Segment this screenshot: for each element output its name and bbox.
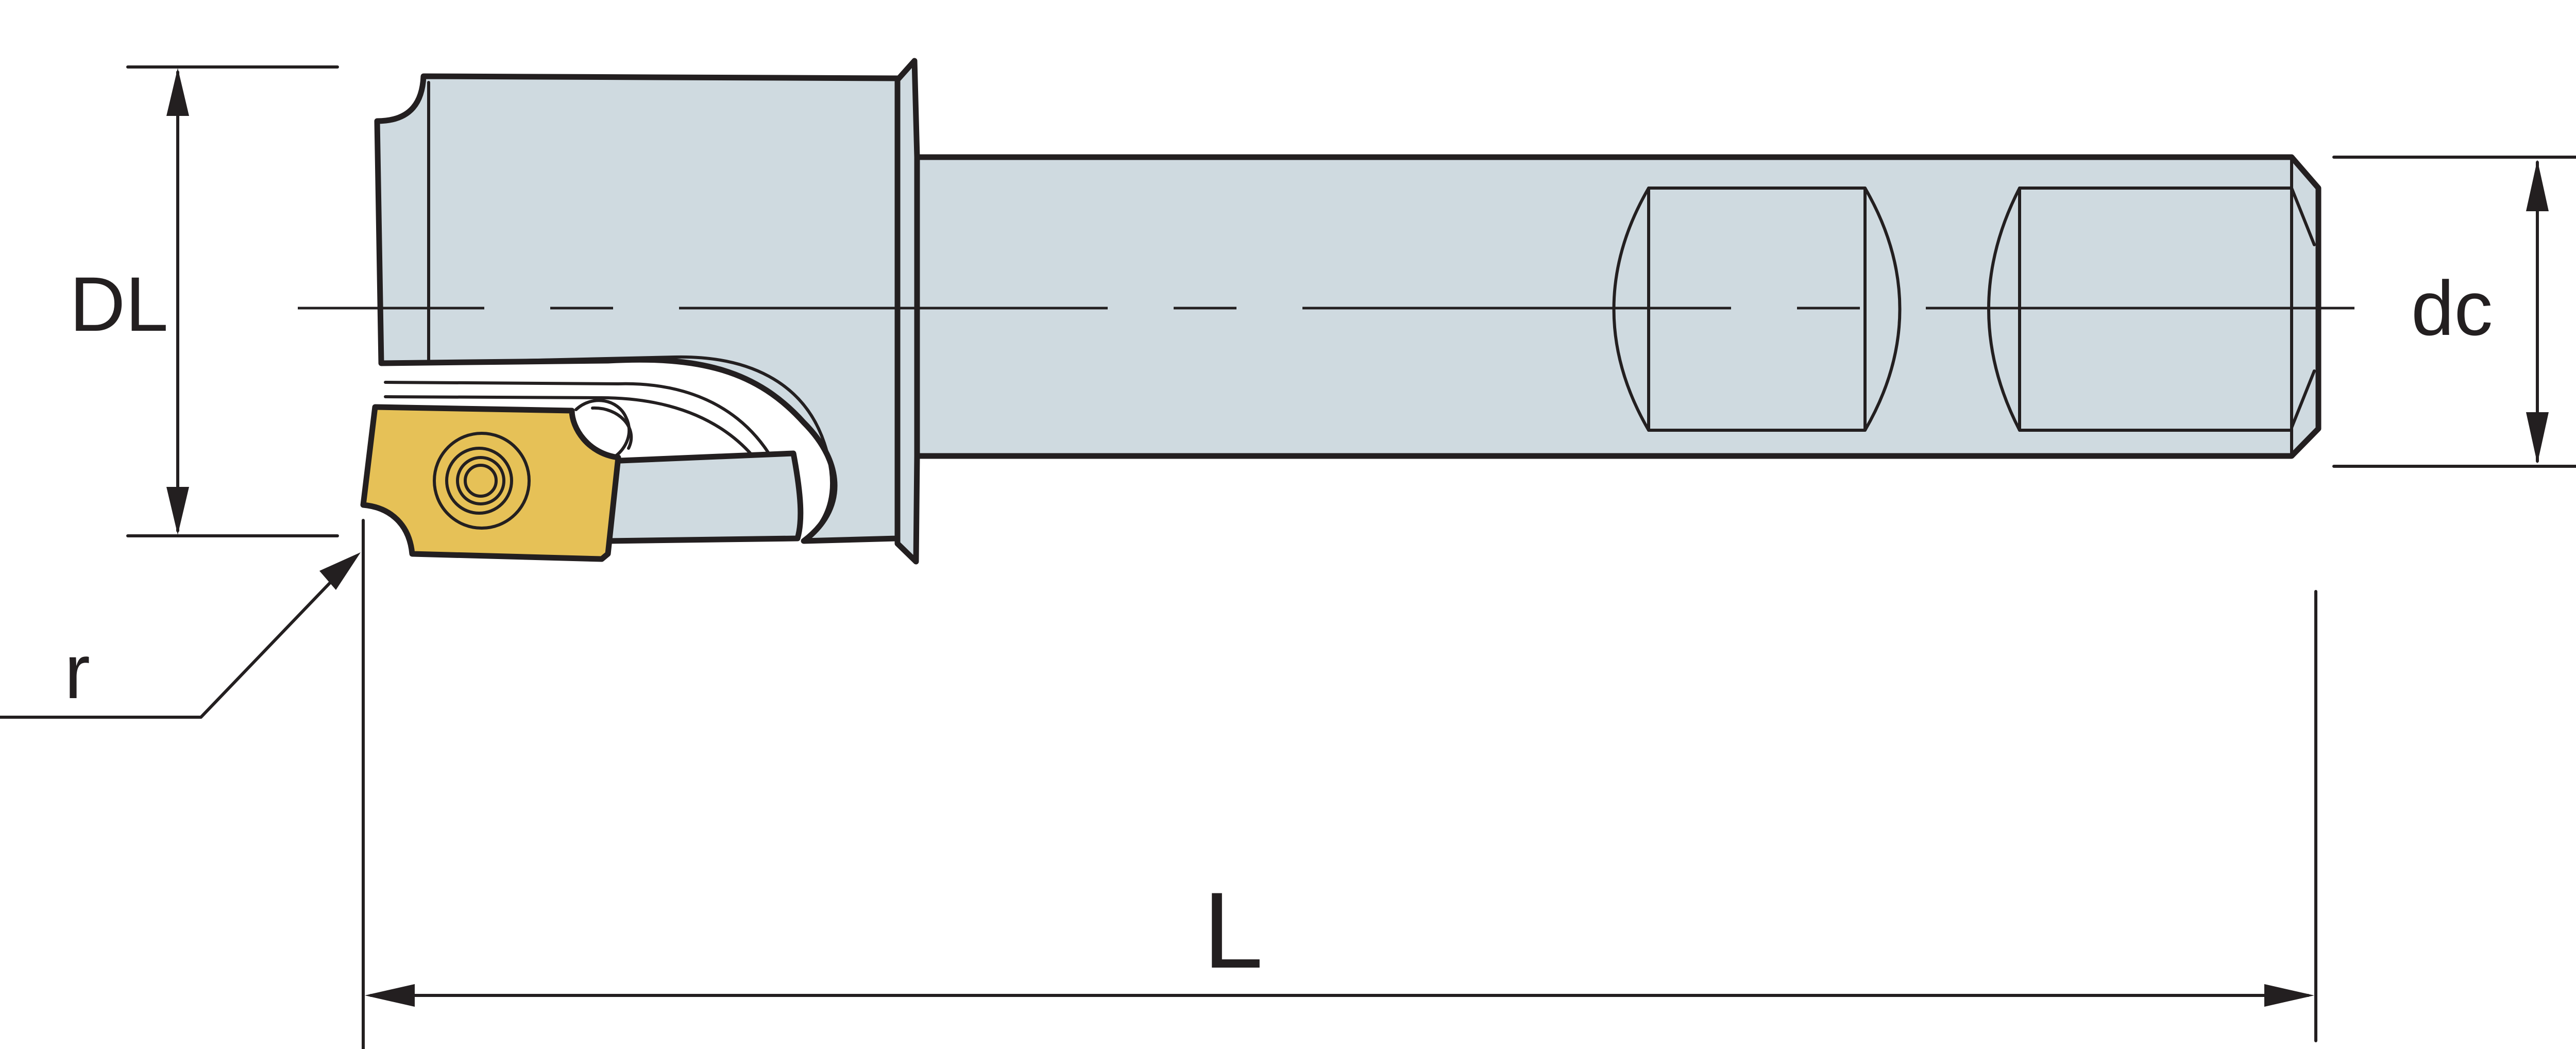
- dc-arrow-top: [2526, 160, 2549, 211]
- label-DL: DL: [70, 261, 168, 347]
- l-arrow-left: [365, 984, 415, 1007]
- l-arrow-right: [2264, 984, 2314, 1007]
- r-arrow: [319, 552, 361, 590]
- collar: [894, 58, 920, 565]
- dc-arrow-bottom: [2526, 412, 2549, 464]
- label-r: r: [64, 628, 90, 715]
- cutting-insert: [360, 399, 633, 562]
- shank: [914, 154, 2321, 459]
- dimension-r: r: [0, 552, 361, 719]
- dl-arrow-bottom: [166, 487, 189, 535]
- label-dc: dc: [2411, 265, 2493, 351]
- dimension-DL: DL: [70, 65, 339, 537]
- dimension-L: L: [362, 519, 2317, 1049]
- tool-head: [374, 73, 901, 544]
- label-L: L: [1203, 870, 1263, 991]
- dimension-dc: dc: [2332, 156, 2576, 468]
- dl-arrow-top: [166, 68, 189, 116]
